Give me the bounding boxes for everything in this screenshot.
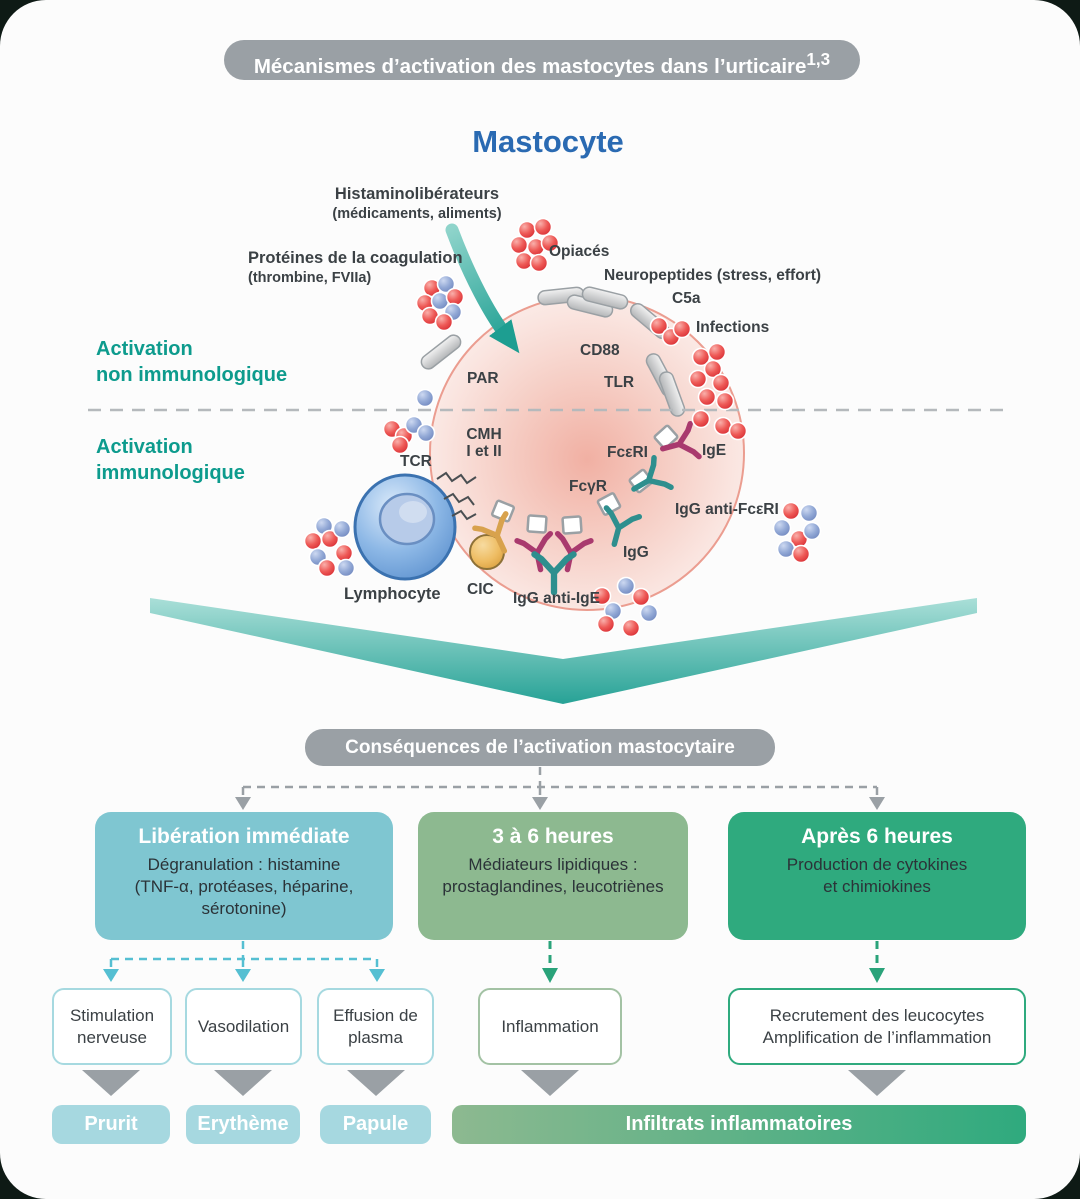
pill-papule: Papule (320, 1105, 431, 1144)
lymphocyte-cell (353, 473, 457, 581)
mastocyte-title: Mastocyte (472, 124, 624, 159)
label-tlr: TLR (604, 374, 635, 391)
label-par: PAR (467, 370, 499, 387)
label-proteines-coagulation: Protéines de la coagulation(thrombine, F… (248, 249, 463, 287)
box-effusion-plasma: Effusion de plasma (317, 988, 434, 1065)
big-chevron-icon (150, 598, 977, 704)
mediator-dots (303, 217, 822, 638)
blue-branch-connector (103, 941, 385, 982)
box-stimulation-nerveuse: Stimulation nerveuse (52, 988, 172, 1065)
label-igg-anti-ige: IgG anti-IgE (513, 590, 600, 607)
label-neuropeptides: Neuropeptides (stress, effort) (604, 267, 822, 284)
box-inflammation: Inflammation (478, 988, 622, 1065)
label-c5a: C5a (672, 290, 701, 307)
label-tcr: TCR (400, 453, 432, 470)
gray-branch-connector (235, 767, 885, 810)
trigger-arrow-icon (445, 223, 520, 354)
box-vasodilation: Vasodilation (185, 988, 302, 1065)
label-lymphocyte: Lymphocyte (344, 585, 441, 603)
down-triangle-icons (82, 1070, 906, 1096)
pill-erytheme: Erythème (186, 1105, 300, 1144)
reference-superscript: 1,3 (806, 50, 831, 69)
pill-prurit: Prurit (52, 1105, 170, 1144)
label-infections: Infections (696, 319, 770, 336)
green-arrow-connectors (542, 941, 885, 983)
consequences-banner: Conséquences de l’activation mastocytair… (305, 729, 775, 766)
box-3-6-heures: 3 à 6 heures Médiateurs lipidiques :pros… (418, 812, 688, 940)
label-cd88: CD88 (580, 342, 620, 359)
box-liberation-immediate: Libération immédiate Dégranulation : his… (95, 812, 393, 940)
label-opiaces: Opiacés (549, 243, 610, 260)
pill-infiltrats-inflammatoires: Infiltrats inflammatoires (452, 1105, 1026, 1144)
label-igg-anti-fceri: IgG anti-FcεRI (675, 501, 779, 518)
label-histaminoliberateurs: Histaminolibérateurs(médicaments, alimen… (332, 185, 502, 223)
label-cic: CIC (467, 581, 494, 598)
label-ige: IgE (702, 442, 727, 459)
tcr-cmh-contact (436, 471, 477, 521)
title-banner: Mécanismes d’activation des mastocytes d… (224, 40, 860, 80)
label-fcgr: FcγR (569, 478, 607, 495)
label-fceri: FcεRI (607, 444, 648, 461)
label-igg: IgG (623, 544, 649, 561)
